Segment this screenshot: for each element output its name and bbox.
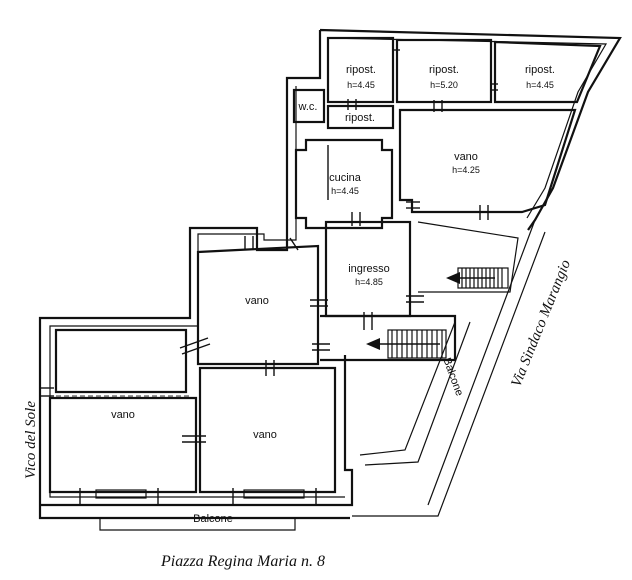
wc-walls <box>292 88 326 124</box>
caption: Piazza Regina Maria n. 8 <box>160 553 325 570</box>
cucina-height: h=4.45 <box>331 186 359 196</box>
ripost2-height: h=5.20 <box>430 80 458 90</box>
ripost3-label: ripost. <box>525 64 555 76</box>
ripost2-walls <box>395 38 493 104</box>
vano-ne-label: vano <box>454 151 478 163</box>
vano-center-walls <box>196 244 320 366</box>
ripost1-walls <box>326 36 395 104</box>
ripost1-height: h=4.45 <box>347 80 375 90</box>
north-west-room-walls <box>54 328 188 394</box>
ripost4-walls <box>326 104 395 130</box>
ripost3-height: h=4.45 <box>526 80 554 90</box>
vano-center-label: vano <box>245 295 269 307</box>
arrow-upper-icon <box>446 272 495 284</box>
cucina-walls <box>294 138 394 230</box>
arrow-lower-icon <box>366 338 440 350</box>
ripost1-label: ripost. <box>346 64 376 76</box>
cucina-label: cucina <box>329 172 362 184</box>
south-window-2 <box>243 489 305 499</box>
wc-label: w.c. <box>298 101 318 113</box>
street-east-label: Via Sindaco Marangio <box>508 257 574 389</box>
south-window-1 <box>95 489 147 499</box>
south-balcony-label: Balcone <box>193 513 233 525</box>
outer-wall <box>38 28 622 520</box>
vano-s-walls <box>198 366 337 494</box>
ingresso-label: ingresso <box>348 263 390 275</box>
east-balcony <box>352 219 546 517</box>
landing-walls <box>417 221 519 293</box>
vano-s-label: vano <box>253 429 277 441</box>
corridor-walls <box>320 314 457 362</box>
door-marks <box>40 49 498 504</box>
ingresso-height: h=4.85 <box>355 277 383 287</box>
ripost2-label: ripost. <box>429 64 459 76</box>
vano-ne-walls <box>398 108 577 214</box>
vano-sw-label: vano <box>111 409 135 421</box>
vano-ne-height: h=4.25 <box>452 165 480 175</box>
south-balcony <box>99 518 296 531</box>
street-west-label: Vico del Sole <box>23 401 39 479</box>
ripost3-walls <box>493 40 602 104</box>
ripost4-label: ripost. <box>345 112 375 124</box>
vano-sw-walls <box>48 396 198 494</box>
